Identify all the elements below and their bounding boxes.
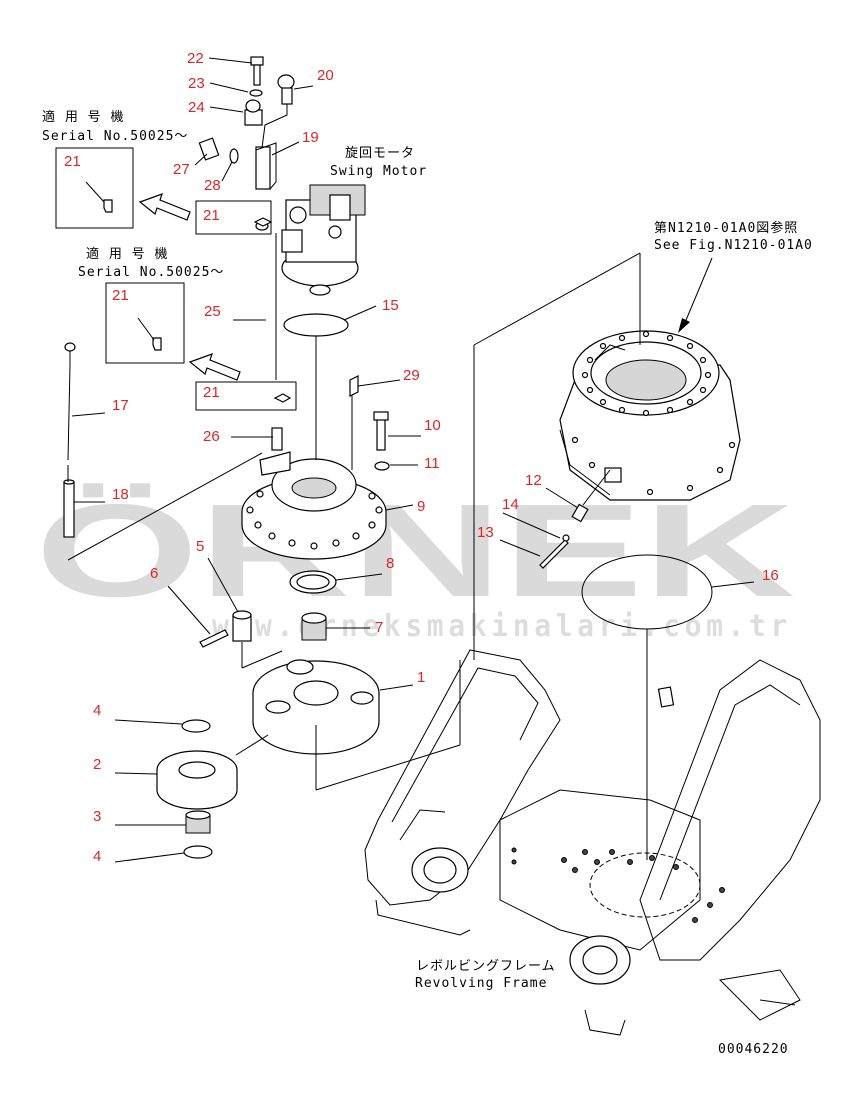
callout-21-ref1: 21 — [203, 207, 220, 224]
callout-21-box2: 21 — [112, 287, 129, 304]
swing-motor — [281, 184, 366, 296]
thrust-washer-4b — [183, 845, 213, 859]
callout-14: 14 — [502, 496, 519, 513]
callout-27: 27 — [173, 161, 190, 178]
callout-22: 22 — [187, 50, 204, 67]
callout-3: 3 — [93, 808, 101, 825]
callout-11: 11 — [424, 455, 440, 472]
swing-machinery-case — [241, 375, 390, 560]
callout-17: 17 — [112, 397, 129, 414]
swing-motor-label-en: Swing Motor — [330, 164, 427, 179]
callout-21-box1: 21 — [64, 153, 81, 170]
carrier-1 — [252, 659, 380, 755]
callout-29: 29 — [403, 367, 420, 384]
pinion-7 — [301, 612, 327, 641]
detail-ref-2 — [195, 381, 297, 411]
revolving-frame-label-jp: レボルビングフレーム — [416, 959, 556, 974]
ref-arrow-head — [678, 318, 690, 333]
housing-bolt-circle — [571, 330, 736, 496]
revolving-frame-drawing — [364, 649, 821, 1036]
callout-28: 28 — [204, 177, 221, 194]
dipstick — [63, 342, 76, 538]
callout-15: 15 — [382, 297, 399, 314]
callout-24: 24 — [188, 99, 205, 116]
serial-label-jp-2: 適 用 号 機 — [86, 246, 168, 262]
callout-9: 9 — [417, 498, 425, 515]
text-labels: 適 用 号 機 Serial No.50025～ 適 用 号 機 Serial … — [42, 109, 813, 1057]
watermark-brand: ÖRNEK — [35, 477, 795, 624]
grease-parts — [539, 469, 611, 569]
callout-8: 8 — [386, 555, 394, 572]
pointer-arrow-2 — [188, 353, 241, 381]
callout-10: 10 — [424, 417, 441, 434]
detail-ref-1 — [195, 200, 272, 235]
revolving-frame-label-en: Revolving Frame — [415, 976, 547, 991]
detail-box-1 — [55, 147, 134, 229]
callout-16: 16 — [762, 567, 779, 584]
serial-label-en-2: Serial No.50025～ — [78, 265, 224, 280]
serial-label-en-1: Serial No.50025～ — [42, 129, 188, 144]
leader-lines — [67, 57, 755, 863]
callout-4-lower: 4 — [93, 848, 101, 865]
callout-20: 20 — [317, 67, 334, 84]
case-bolt-circle — [246, 490, 383, 550]
callout-7: 7 — [375, 619, 383, 636]
drawing-number: 00046220 — [718, 1042, 789, 1057]
swing-motor-label-jp: 旋回モータ — [345, 146, 415, 161]
callout-4-upper: 4 — [93, 702, 101, 719]
frame-bolt-holes — [511, 847, 725, 923]
watermark: ÖRNEK www.orneksmakinalari.com.tr — [35, 477, 795, 644]
thrust-washer-4a — [181, 719, 211, 733]
swing-circle-housing — [559, 330, 741, 501]
callout-2: 2 — [93, 756, 101, 773]
callout-21-ref2: 21 — [203, 384, 220, 401]
callout-6: 6 — [150, 565, 158, 582]
reference-label-en: See Fig.N1210-01A0 — [654, 238, 813, 253]
planet-gear-2 — [156, 750, 238, 810]
callout-12: 12 — [525, 472, 542, 489]
serial-label-jp-1: 適 用 号 機 — [42, 109, 124, 125]
callout-18: 18 — [112, 486, 129, 503]
callout-numbers: 22 23 24 20 19 27 28 21 21 21 21 25 15 1… — [64, 50, 779, 865]
detail-box-2 — [105, 282, 185, 364]
drain-hose — [255, 221, 274, 361]
needle-bearing-3 — [185, 810, 211, 834]
callout-25: 25 — [204, 303, 221, 320]
callout-26: 26 — [203, 428, 220, 445]
pointer-arrow-1 — [138, 193, 191, 221]
sensor-assembly — [198, 56, 295, 190]
reference-label-jp: 第N1210-01A0図参照 — [654, 220, 798, 236]
watermark-url: www.orneksmakinalari.com.tr — [212, 609, 792, 644]
callout-13: 13 — [477, 524, 494, 541]
callout-5: 5 — [196, 538, 204, 555]
callout-23: 23 — [188, 75, 205, 92]
callout-1: 1 — [417, 669, 425, 686]
callout-19: 19 — [302, 129, 319, 146]
pin-6 — [199, 629, 229, 648]
shaft-5 — [232, 610, 252, 642]
gasket-15 — [283, 313, 349, 337]
